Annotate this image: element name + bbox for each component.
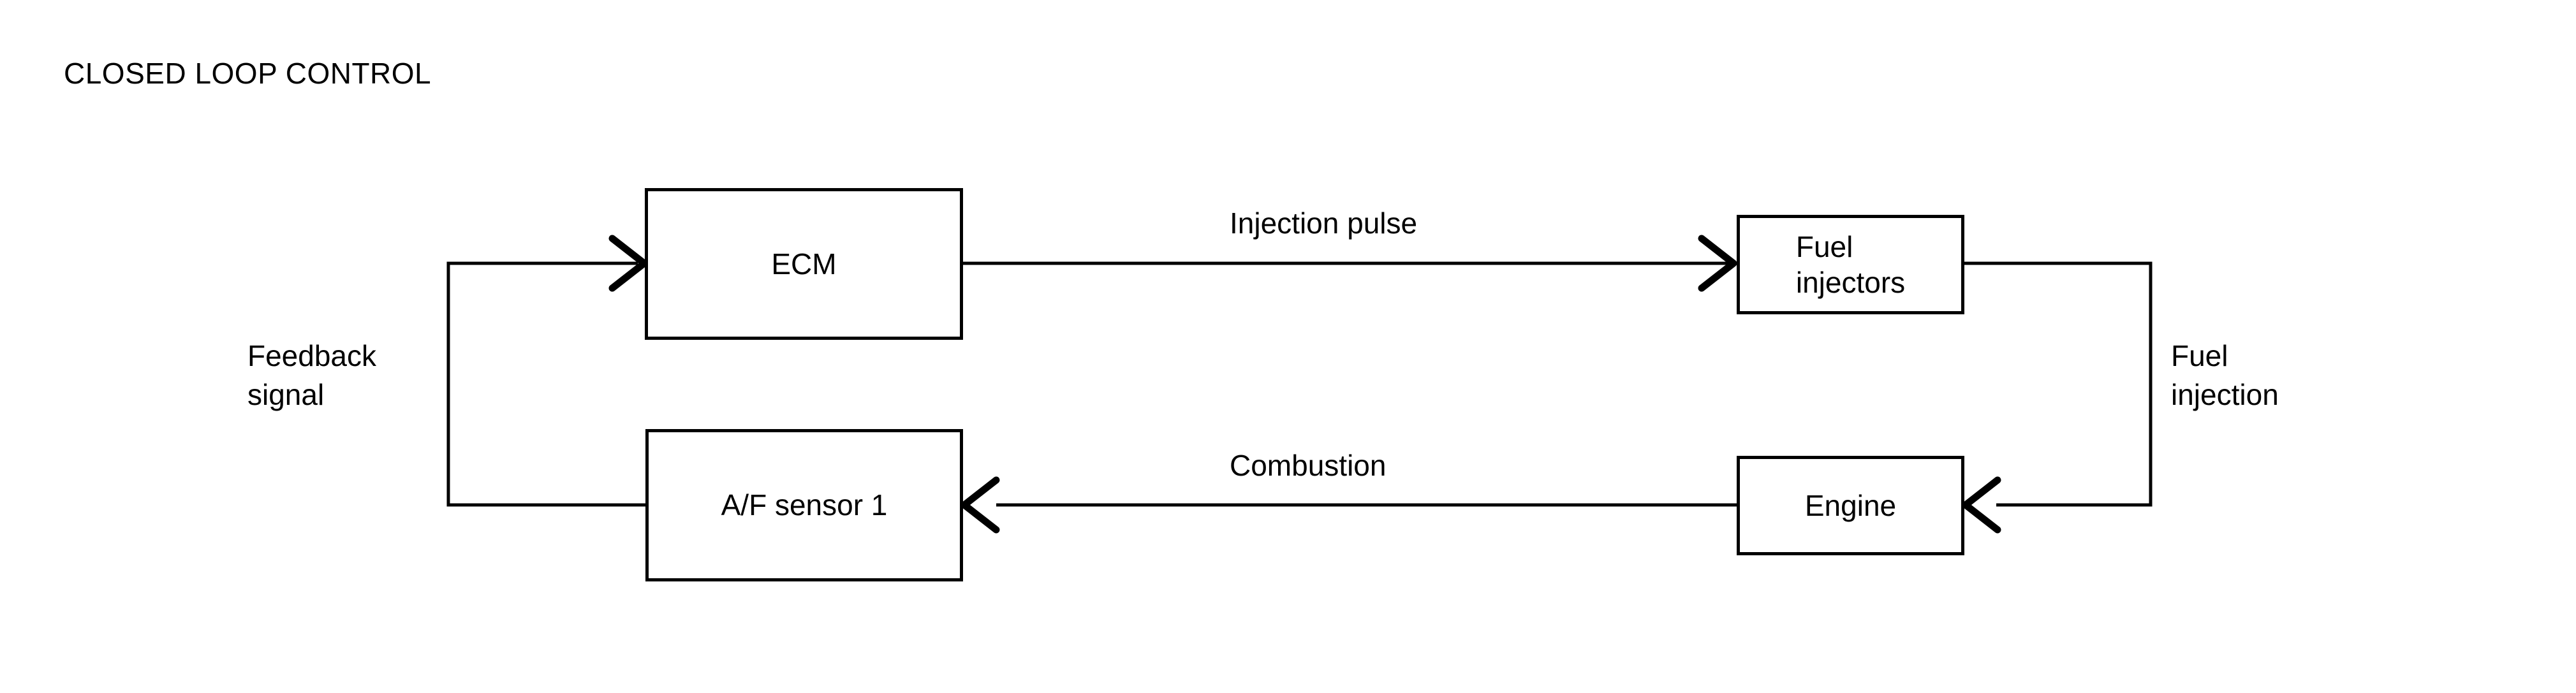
node-fuel-injectors[interactable]: Fuel injectors: [1737, 215, 1964, 314]
edge-label-fuel-injection: Fuel injection: [2171, 339, 2279, 411]
node-fuel-injectors-label: Fuel injectors: [1795, 230, 1906, 299]
node-af-sensor-1[interactable]: A/F sensor 1: [645, 429, 963, 581]
node-ecm-label: ECM: [771, 247, 837, 281]
edge-label-feedback-signal: Feedback signal: [247, 339, 377, 411]
edge-feedback-signal: [446, 235, 648, 507]
edge-injection-pulse: [963, 235, 1737, 292]
node-ecm[interactable]: ECM: [645, 188, 963, 340]
node-engine[interactable]: Engine: [1737, 456, 1964, 555]
node-engine-label: Engine: [1804, 488, 1897, 522]
edge-label-combustion: Combustion: [1230, 449, 1387, 482]
node-af-sensor-1-label: A/F sensor 1: [721, 488, 888, 522]
edge-combustion: [960, 476, 1737, 534]
page-title: CLOSED LOOP CONTROL: [64, 57, 432, 90]
edge-label-injection-pulse: Injection pulse: [1230, 207, 1418, 240]
edge-fuel-injection: [1962, 261, 2153, 534]
